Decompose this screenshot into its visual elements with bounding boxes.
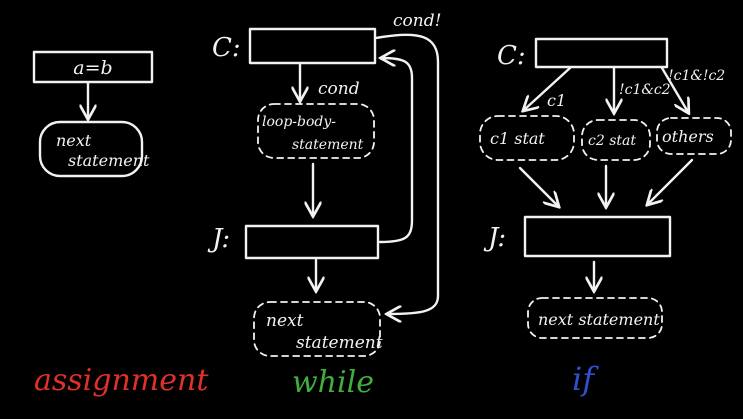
if-next-node: [527, 297, 663, 339]
while-exit-arrow: [374, 33, 440, 314]
if-edge-c2-label: !c1&c2: [619, 82, 671, 98]
assignment-box-text: a=b: [73, 57, 112, 79]
while-j-label: J:: [207, 224, 230, 254]
if-c2-stat-node: [581, 119, 651, 161]
assignment-caption: assignment: [34, 363, 209, 398]
assignment-diagram: a=b next statement: [32, 50, 154, 178]
while-body-line2: statement: [292, 137, 364, 153]
assignment-next-line2: statement: [68, 151, 150, 170]
while-body-node: [257, 103, 375, 159]
if-edge-c1-label: c1: [547, 91, 566, 110]
while-next-line2: statement: [296, 333, 383, 353]
if-diagram: C: c1 !c1&c2 !c1&!c2 c1 stat c2 stat oth…: [479, 37, 732, 339]
if-c1-stat-label: c1 stat: [490, 129, 545, 148]
if-others-label: others: [662, 127, 714, 146]
while-caption: while: [292, 365, 374, 400]
if-edge-c1-arrow: [524, 66, 572, 110]
if-j-label: J:: [483, 223, 506, 253]
while-cond-box: [248, 27, 377, 65]
if-cond-box: [534, 37, 669, 69]
if-others-node: [656, 117, 732, 155]
while-next-line1: next: [266, 311, 304, 331]
if-c1-join-arrow: [518, 166, 558, 206]
while-next-node: [253, 301, 381, 357]
if-edge-others-label: !c1&!c2: [668, 68, 725, 84]
if-next-label: next statement: [538, 310, 660, 329]
assignment-next-line1: next: [56, 131, 92, 150]
if-edge-others-arrow: [660, 66, 688, 112]
assignment-box: [32, 50, 154, 84]
while-cond-false-label: cond!: [393, 11, 441, 31]
assignment-next-node: [38, 120, 144, 178]
while-loopback-arrow: [380, 58, 414, 244]
if-c1-stat-node: [479, 115, 575, 161]
while-cond-true-label: cond: [318, 79, 360, 99]
if-c-label: C:: [497, 41, 526, 71]
if-others-join-arrow: [648, 158, 694, 204]
if-caption: if: [572, 360, 599, 398]
if-c2-stat-label: c2 stat: [588, 133, 636, 149]
while-body-line1: loop-body-: [262, 114, 336, 130]
while-jump-box: [244, 224, 380, 260]
if-jump-box: [523, 215, 672, 258]
while-c-label: C:: [212, 33, 241, 63]
while-diagram: C: cond! cond loop-body- statement J: ne…: [207, 11, 441, 357]
